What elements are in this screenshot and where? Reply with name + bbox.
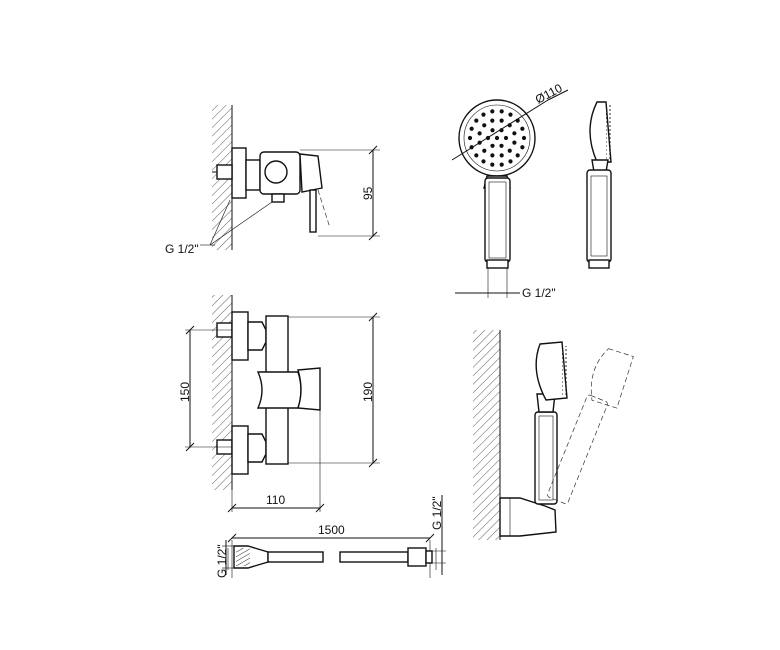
nozzle-hole — [515, 153, 520, 158]
nozzle-hole — [508, 112, 513, 117]
nozzle-hole — [481, 112, 486, 117]
hose-view: 1500 G 1/2" G 1/2" — [215, 495, 446, 578]
hose-length-label: 1500 — [318, 523, 345, 537]
nozzle-hole — [490, 153, 495, 158]
nozzle-hole — [499, 162, 504, 167]
nozzle-hole — [499, 153, 504, 158]
nozzle-hole — [474, 118, 479, 123]
nozzle-hole — [490, 128, 495, 133]
nozzle-hole — [512, 140, 517, 145]
nozzle-hole — [477, 131, 482, 136]
nozzle-hole — [490, 143, 495, 148]
nozzle-hole — [494, 135, 500, 141]
nozzle-hole — [499, 109, 504, 114]
nozzle-hole — [482, 123, 487, 128]
hose-thread-left-label: G 1/2" — [215, 544, 229, 578]
nozzle-hole — [508, 159, 513, 164]
top-mixer-height-label: 95 — [361, 186, 375, 200]
nozzle-hole — [520, 145, 525, 150]
nozzle-hole — [490, 118, 495, 123]
nozzle-hole — [507, 148, 512, 153]
nozzle-hole — [490, 162, 495, 167]
nozzle-hole — [512, 131, 517, 136]
nozzle-hole — [474, 153, 479, 158]
top-mixer-thread-label: G 1/2" — [165, 242, 199, 256]
nozzle-hole — [469, 126, 474, 131]
nozzle-hole — [467, 135, 473, 141]
nozzle-hole — [503, 135, 509, 141]
mixer-side-view: G 1/2" 95 — [165, 105, 380, 256]
nozzle-hole — [482, 148, 487, 153]
installation-view — [473, 330, 634, 540]
head-diameter-label: Ø110 — [533, 81, 565, 107]
nozzle-hole — [499, 143, 504, 148]
nozzle-hole — [481, 159, 486, 164]
hose-thread-right-label: G 1/2" — [430, 496, 444, 530]
nozzle-hole — [521, 135, 527, 141]
front-inlet-spacing-label: 150 — [178, 382, 192, 402]
handshower-thread-label: G 1/2" — [522, 286, 556, 300]
nozzle-hole — [490, 109, 495, 114]
front-height-label: 190 — [361, 382, 375, 402]
nozzle-holes — [467, 109, 527, 167]
handshower-front-view: Ø110 G 1/2" — [451, 81, 569, 300]
wall-hatch — [473, 330, 500, 540]
nozzle-hole — [520, 126, 525, 131]
front-width-label: 110 — [266, 493, 285, 507]
mixer-front-view: 150 190 110 — [178, 295, 380, 513]
nozzle-hole — [499, 118, 504, 123]
handshower-side-view — [586, 101, 612, 269]
